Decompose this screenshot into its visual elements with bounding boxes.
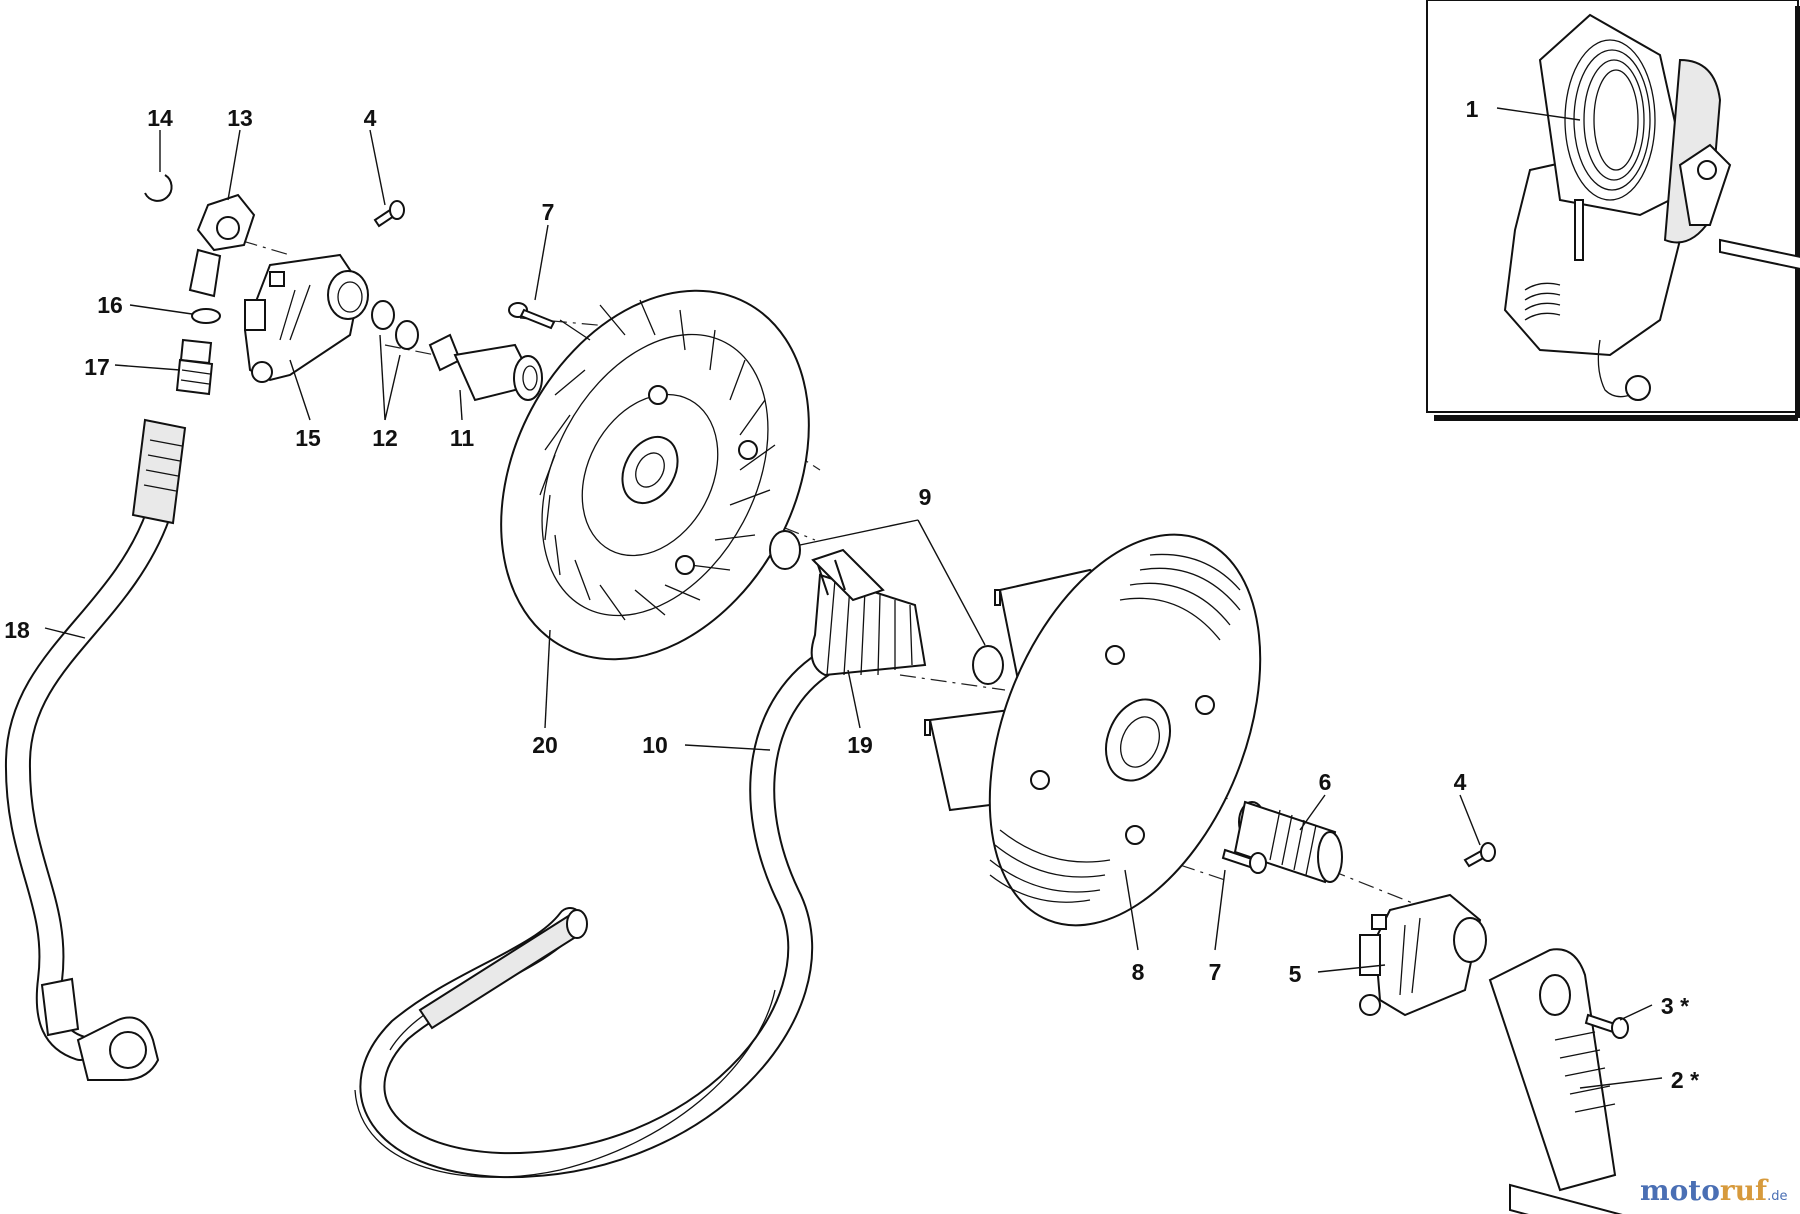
callout-5: 5 <box>1289 961 1302 987</box>
leader-lines <box>44 129 1663 1089</box>
callout-4-bottom: 4 <box>1454 769 1467 795</box>
drum-8 <box>924 533 1262 927</box>
o-rings-12 <box>371 300 419 350</box>
screw-4-bottom <box>1463 842 1496 868</box>
shaft-6 <box>1233 800 1343 884</box>
spiral-guard-19 <box>810 548 927 677</box>
screw-7-top <box>508 302 556 330</box>
screw-7-bottom <box>1221 848 1267 874</box>
screw-3 <box>1584 1013 1629 1039</box>
callout-18: 18 <box>4 617 30 643</box>
watermark-part2: ruf <box>1720 1174 1769 1207</box>
callout-16: 16 <box>97 292 123 318</box>
high-pressure-hose-18 <box>4 418 187 1081</box>
callout-7-top: 7 <box>542 199 555 225</box>
watermark-logo: motoruf.de <box>1640 1174 1787 1207</box>
callout-13: 13 <box>227 105 253 131</box>
o-ring-16 <box>191 308 221 324</box>
callout-11: 11 <box>450 425 475 451</box>
screw-4-top <box>373 200 405 228</box>
callout-4-top: 4 <box>364 105 377 131</box>
callout-2: 2 * <box>1671 1067 1699 1093</box>
callout-17: 17 <box>84 354 110 380</box>
callout-15: 15 <box>295 425 321 451</box>
drum-disc-20 <box>500 289 810 661</box>
circlip-14 <box>144 174 173 202</box>
callout-12: 12 <box>372 425 398 451</box>
callout-6: 6 <box>1319 769 1332 795</box>
shaft-11 <box>428 333 543 402</box>
watermark-part1: moto <box>1640 1174 1720 1207</box>
watermark-suffix: .de <box>1767 1189 1787 1204</box>
callout-10: 10 <box>642 732 668 758</box>
o-rings-9 <box>769 530 1004 685</box>
callout-8: 8 <box>1132 959 1145 985</box>
inset-assembled-view <box>1426 0 1800 421</box>
bracket-5 <box>1359 893 1487 1017</box>
callout-9: 9 <box>919 484 932 510</box>
crank-handle-2 <box>1488 948 1623 1214</box>
callout-7-bottom: 7 <box>1209 959 1222 985</box>
callout-1: 1 <box>1466 96 1479 122</box>
callout-19: 19 <box>847 732 873 758</box>
callout-14: 14 <box>147 105 173 131</box>
bracket-15 <box>243 253 369 383</box>
callout-labels: 1 2 * 3 * 4 4 5 6 7 7 8 9 10 11 12 13 14… <box>4 96 1699 1093</box>
callout-20: 20 <box>532 732 558 758</box>
nipple-17 <box>175 338 214 396</box>
callout-3: 3 * <box>1661 993 1689 1019</box>
hose-10 <box>354 647 843 1179</box>
svg-text:motoruf.de: motoruf.de <box>1640 1174 1787 1207</box>
elbow-nut-13 <box>188 193 256 298</box>
